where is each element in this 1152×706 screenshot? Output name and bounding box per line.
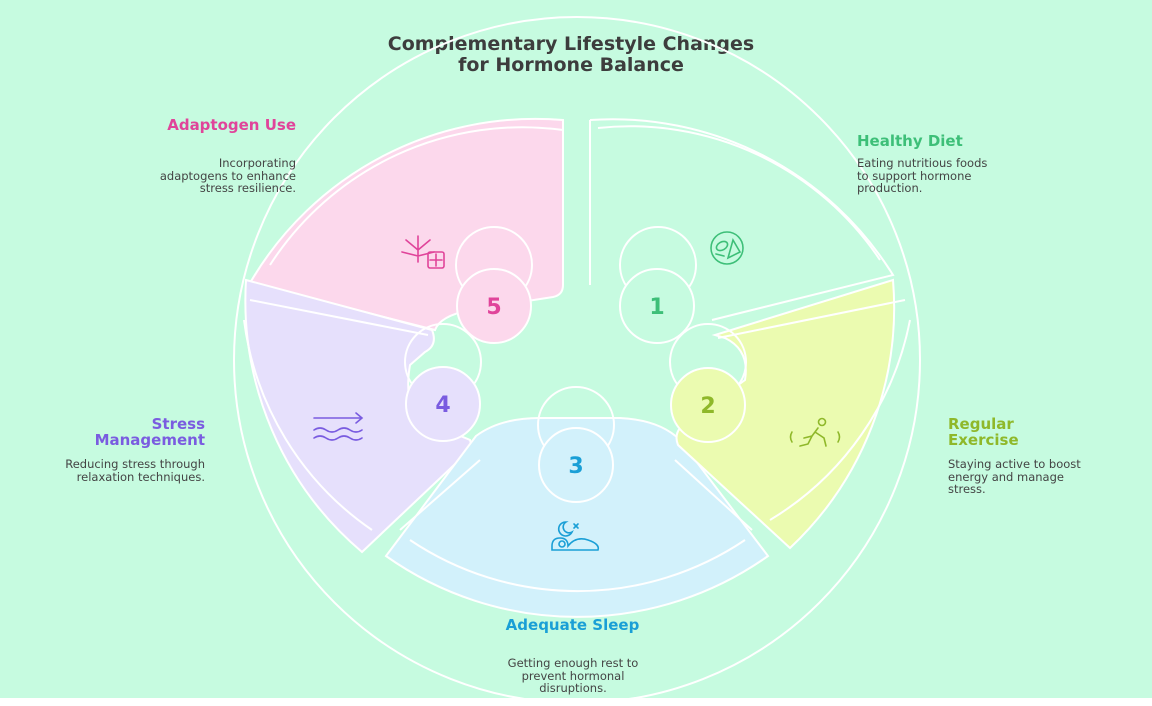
segment-stress-edge — [249, 299, 429, 336]
number-4: 4 — [435, 393, 450, 418]
number-circle-3 — [538, 427, 614, 503]
segment-stress-inner-arc — [243, 319, 373, 531]
label-adaptogen-use: Adaptogen Use — [167, 116, 296, 134]
label-adequate-sleep: Adequate Sleep — [505, 616, 640, 634]
number-3: 3 — [568, 454, 583, 479]
vegetables-icon — [710, 231, 744, 265]
sleeping-person-icon — [551, 521, 600, 551]
label-healthy-diet: Healthy Diet — [857, 132, 963, 150]
segment-sleep-edge-left — [399, 459, 481, 531]
label-regular-exercise: Regular Exercise — [948, 415, 1019, 449]
desc-stress-management: Reducing stress through relaxation techn… — [65, 457, 205, 484]
segment-exercise-edge — [717, 299, 906, 339]
desc-healthy-diet: Eating nutritious foods to support hormo… — [857, 156, 988, 195]
number-2: 2 — [700, 394, 715, 419]
segment-sleep — [384, 417, 770, 618]
segment-sleep-edge-right — [674, 459, 753, 531]
bottom-strip — [0, 698, 1152, 706]
desc-adequate-sleep: Getting enough rest to prevent hormonal … — [507, 656, 639, 695]
diagram-title: Complementary Lifestyle Changes for Horm… — [387, 33, 755, 76]
desc-adaptogen-use: Incorporating adaptogens to enhance stre… — [159, 156, 296, 195]
desc-regular-exercise: Staying active to boost energy and manag… — [948, 457, 1081, 496]
number-circle-2 — [670, 367, 746, 443]
number-1: 1 — [649, 295, 664, 320]
number-5: 5 — [486, 295, 501, 320]
segment-exercise-inner-arc — [769, 319, 911, 521]
segment-diet — [589, 118, 895, 321]
herb-plus-icon — [401, 235, 445, 269]
running-person-icon — [789, 417, 841, 447]
number-circle-1 — [619, 268, 695, 344]
segment-adaptogen-inner-arc — [269, 126, 564, 266]
segment-sleep-inner-arc — [409, 539, 746, 593]
calm-water-icon — [313, 412, 364, 441]
label-stress-management: Stress Management — [94, 415, 205, 449]
segment-exercise — [675, 278, 896, 550]
segment-diet-inner-arc — [597, 125, 881, 261]
number-circle-4 — [405, 366, 481, 442]
number-circle-5 — [456, 268, 532, 344]
